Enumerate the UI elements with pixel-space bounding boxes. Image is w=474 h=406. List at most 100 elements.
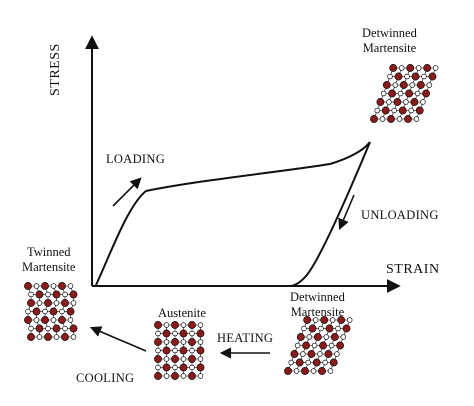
atom-light	[70, 300, 77, 306]
phase-line: Detwinned	[362, 26, 417, 40]
atom-light	[28, 325, 34, 332]
atom-dark	[32, 307, 41, 316]
atom-light	[189, 330, 195, 337]
atom-dark	[196, 346, 205, 355]
detwinned-martensite-label-top: Detwinned Martensite	[362, 26, 417, 56]
atom-dark	[324, 350, 333, 358]
atom-light	[413, 116, 420, 122]
atom-light	[408, 107, 414, 114]
phase-line: Twinned	[26, 245, 71, 259]
atom-dark	[290, 350, 299, 358]
phase-line: Martensite	[362, 41, 417, 55]
atom-dark	[393, 98, 402, 106]
atom-light	[172, 364, 178, 371]
atom-dark	[307, 350, 316, 358]
atom-dark	[399, 81, 408, 89]
atom-light	[397, 90, 404, 97]
atom-light	[67, 283, 74, 289]
atom-dark	[296, 333, 305, 341]
atom-light	[306, 334, 313, 340]
atom-light	[36, 334, 43, 340]
atom-dark	[312, 358, 321, 367]
atom-dark	[49, 307, 58, 316]
atom-light	[59, 308, 65, 315]
loading-label: LOADING	[106, 152, 166, 166]
atom-dark	[44, 333, 52, 341]
phase-line: Martensite	[22, 260, 76, 274]
atom-light	[335, 325, 341, 332]
atom-light	[180, 373, 187, 379]
atom-light	[398, 65, 405, 71]
twinned-martensite-lattice	[24, 282, 78, 341]
atom-dark	[58, 282, 66, 290]
atom-dark	[337, 316, 346, 324]
atom-light	[197, 373, 204, 379]
atom-light	[163, 356, 170, 362]
atom-dark	[319, 341, 328, 350]
atom-dark	[188, 372, 196, 380]
atom-light	[386, 99, 392, 105]
atom-light	[67, 317, 74, 323]
atom-light	[414, 90, 421, 97]
atom-dark	[342, 324, 351, 333]
atom-dark	[389, 64, 398, 72]
strain-axis-label: STRAIN	[386, 262, 440, 277]
atom-dark	[179, 329, 188, 338]
atom-light	[403, 99, 409, 105]
atom-light	[387, 73, 393, 80]
austenite-label: Austenite	[158, 306, 206, 321]
atom-dark	[295, 358, 304, 367]
atom-dark	[404, 115, 412, 123]
atom-light	[53, 300, 60, 306]
atom-dark	[154, 321, 162, 329]
atom-light	[310, 368, 317, 374]
atom-dark	[422, 89, 431, 98]
atom-light	[322, 359, 328, 366]
loading-curve	[95, 141, 371, 286]
atom-dark	[24, 282, 32, 290]
atom-light	[340, 334, 347, 340]
atom-dark	[376, 98, 385, 106]
atom-light	[305, 359, 311, 366]
atom-dark	[370, 115, 378, 123]
atom-light	[50, 283, 57, 289]
atom-dark	[410, 98, 419, 106]
atom-dark	[388, 89, 397, 98]
atom-light	[42, 308, 48, 315]
atom-dark	[35, 290, 44, 299]
atom-light	[374, 107, 380, 114]
atom-light	[404, 73, 410, 80]
cooling-arrow	[89, 326, 147, 352]
atom-dark	[61, 333, 69, 341]
atom-dark	[303, 316, 312, 324]
atom-light	[334, 351, 340, 357]
atom-dark	[52, 290, 61, 299]
atom-dark	[188, 338, 196, 346]
atom-dark	[27, 299, 35, 307]
atom-dark	[41, 282, 49, 290]
atom-dark	[382, 81, 391, 89]
atom-light	[300, 351, 306, 357]
atom-light	[33, 283, 40, 289]
detwinned-martensite-lattice-bottom	[284, 316, 353, 375]
atom-dark	[308, 324, 317, 333]
atom-light	[62, 291, 68, 298]
atom-light	[172, 330, 178, 337]
atom-light	[379, 116, 386, 122]
atom-dark	[24, 316, 32, 324]
atom-dark	[52, 324, 61, 333]
atom-light	[155, 364, 161, 371]
atom-light	[25, 308, 31, 315]
atom-dark	[398, 106, 407, 115]
loading-arrow	[112, 177, 142, 207]
atom-light	[391, 107, 397, 114]
atom-light	[163, 373, 170, 379]
atom-light	[155, 347, 161, 354]
atom-dark	[411, 72, 420, 81]
atom-light	[33, 317, 40, 323]
atom-dark	[171, 372, 179, 380]
atom-light	[50, 317, 57, 323]
atom-dark	[381, 106, 390, 115]
unloading-arrow	[338, 194, 355, 231]
atom-dark	[171, 355, 179, 363]
